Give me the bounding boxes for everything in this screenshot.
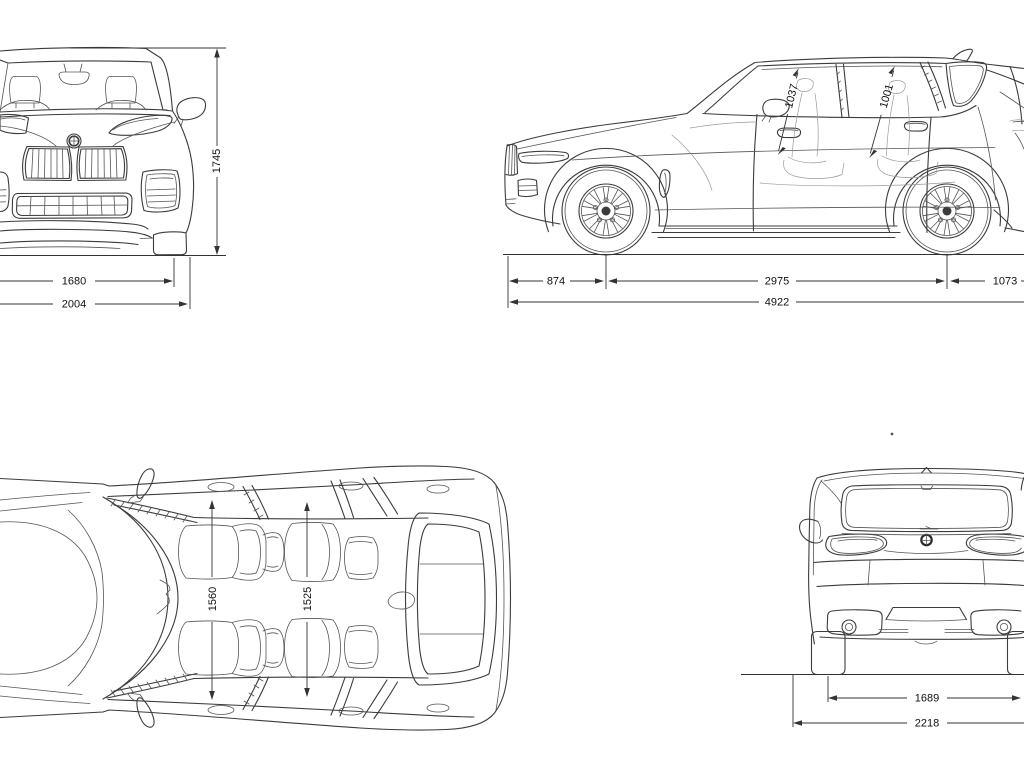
svg-text:874: 874	[547, 276, 565, 288]
svg-text:2218: 2218	[915, 718, 939, 730]
svg-text:1037: 1037	[783, 83, 801, 110]
svg-text:1680: 1680	[62, 276, 86, 288]
svg-text:2004: 2004	[62, 299, 86, 311]
svg-text:1689: 1689	[915, 693, 939, 705]
svg-text:1745: 1745	[211, 149, 223, 173]
svg-text:1525: 1525	[302, 587, 314, 611]
svg-text:4922: 4922	[765, 297, 789, 309]
svg-text:1560: 1560	[207, 587, 219, 611]
svg-text:1073: 1073	[993, 276, 1017, 288]
svg-text:2975: 2975	[765, 276, 789, 288]
